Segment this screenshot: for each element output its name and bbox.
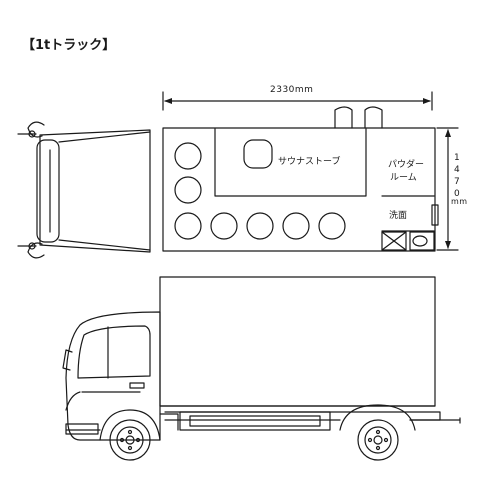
washroom-label: 洗面 (389, 209, 407, 221)
width-digit-3: 7 (454, 177, 460, 187)
sauna-stove: サウナストーブ (243, 139, 340, 169)
left-mirror-icon (27, 121, 45, 138)
rear-wheel-icon (357, 419, 399, 461)
wheels (109, 419, 399, 461)
seat-circles (174, 142, 346, 240)
side-mirror-icon (62, 349, 73, 371)
side-cargo-box (159, 276, 436, 407)
side-cab (65, 311, 161, 441)
front-wheel-icon (109, 419, 151, 461)
seat-circle (174, 212, 202, 240)
seat-circle (318, 212, 346, 240)
width-digit-2: 4 (454, 165, 460, 175)
length-label: 2330mm (270, 85, 313, 95)
top-view-cab (17, 121, 151, 259)
top-view-cargo-box (162, 127, 439, 252)
cab-window (77, 325, 151, 379)
side-view-truck (62, 276, 461, 441)
width-digit-4: 0 (454, 189, 460, 199)
stove-icon (243, 139, 273, 169)
width-unit: mm (451, 197, 468, 206)
powder-room-label-1: パウダー (388, 158, 424, 170)
sink (409, 231, 435, 251)
seat-circle (246, 212, 274, 240)
seat-circle (174, 142, 202, 170)
flue-pipes (334, 106, 383, 129)
seat-circle (174, 176, 202, 204)
right-mirror-icon (27, 242, 45, 259)
length-dimension: 2330mm (162, 85, 433, 111)
width-digit-1: 1 (454, 153, 460, 163)
seat-circle (282, 212, 310, 240)
width-dimension: 1 4 7 0 mm (436, 127, 468, 251)
basin-box (381, 231, 407, 251)
diagram-title: 【1tトラック】 (22, 37, 115, 53)
seat-circle (210, 212, 238, 240)
sauna-stove-label: サウナストーブ (278, 155, 340, 167)
powder-room-label-2: ルーム (390, 172, 417, 183)
